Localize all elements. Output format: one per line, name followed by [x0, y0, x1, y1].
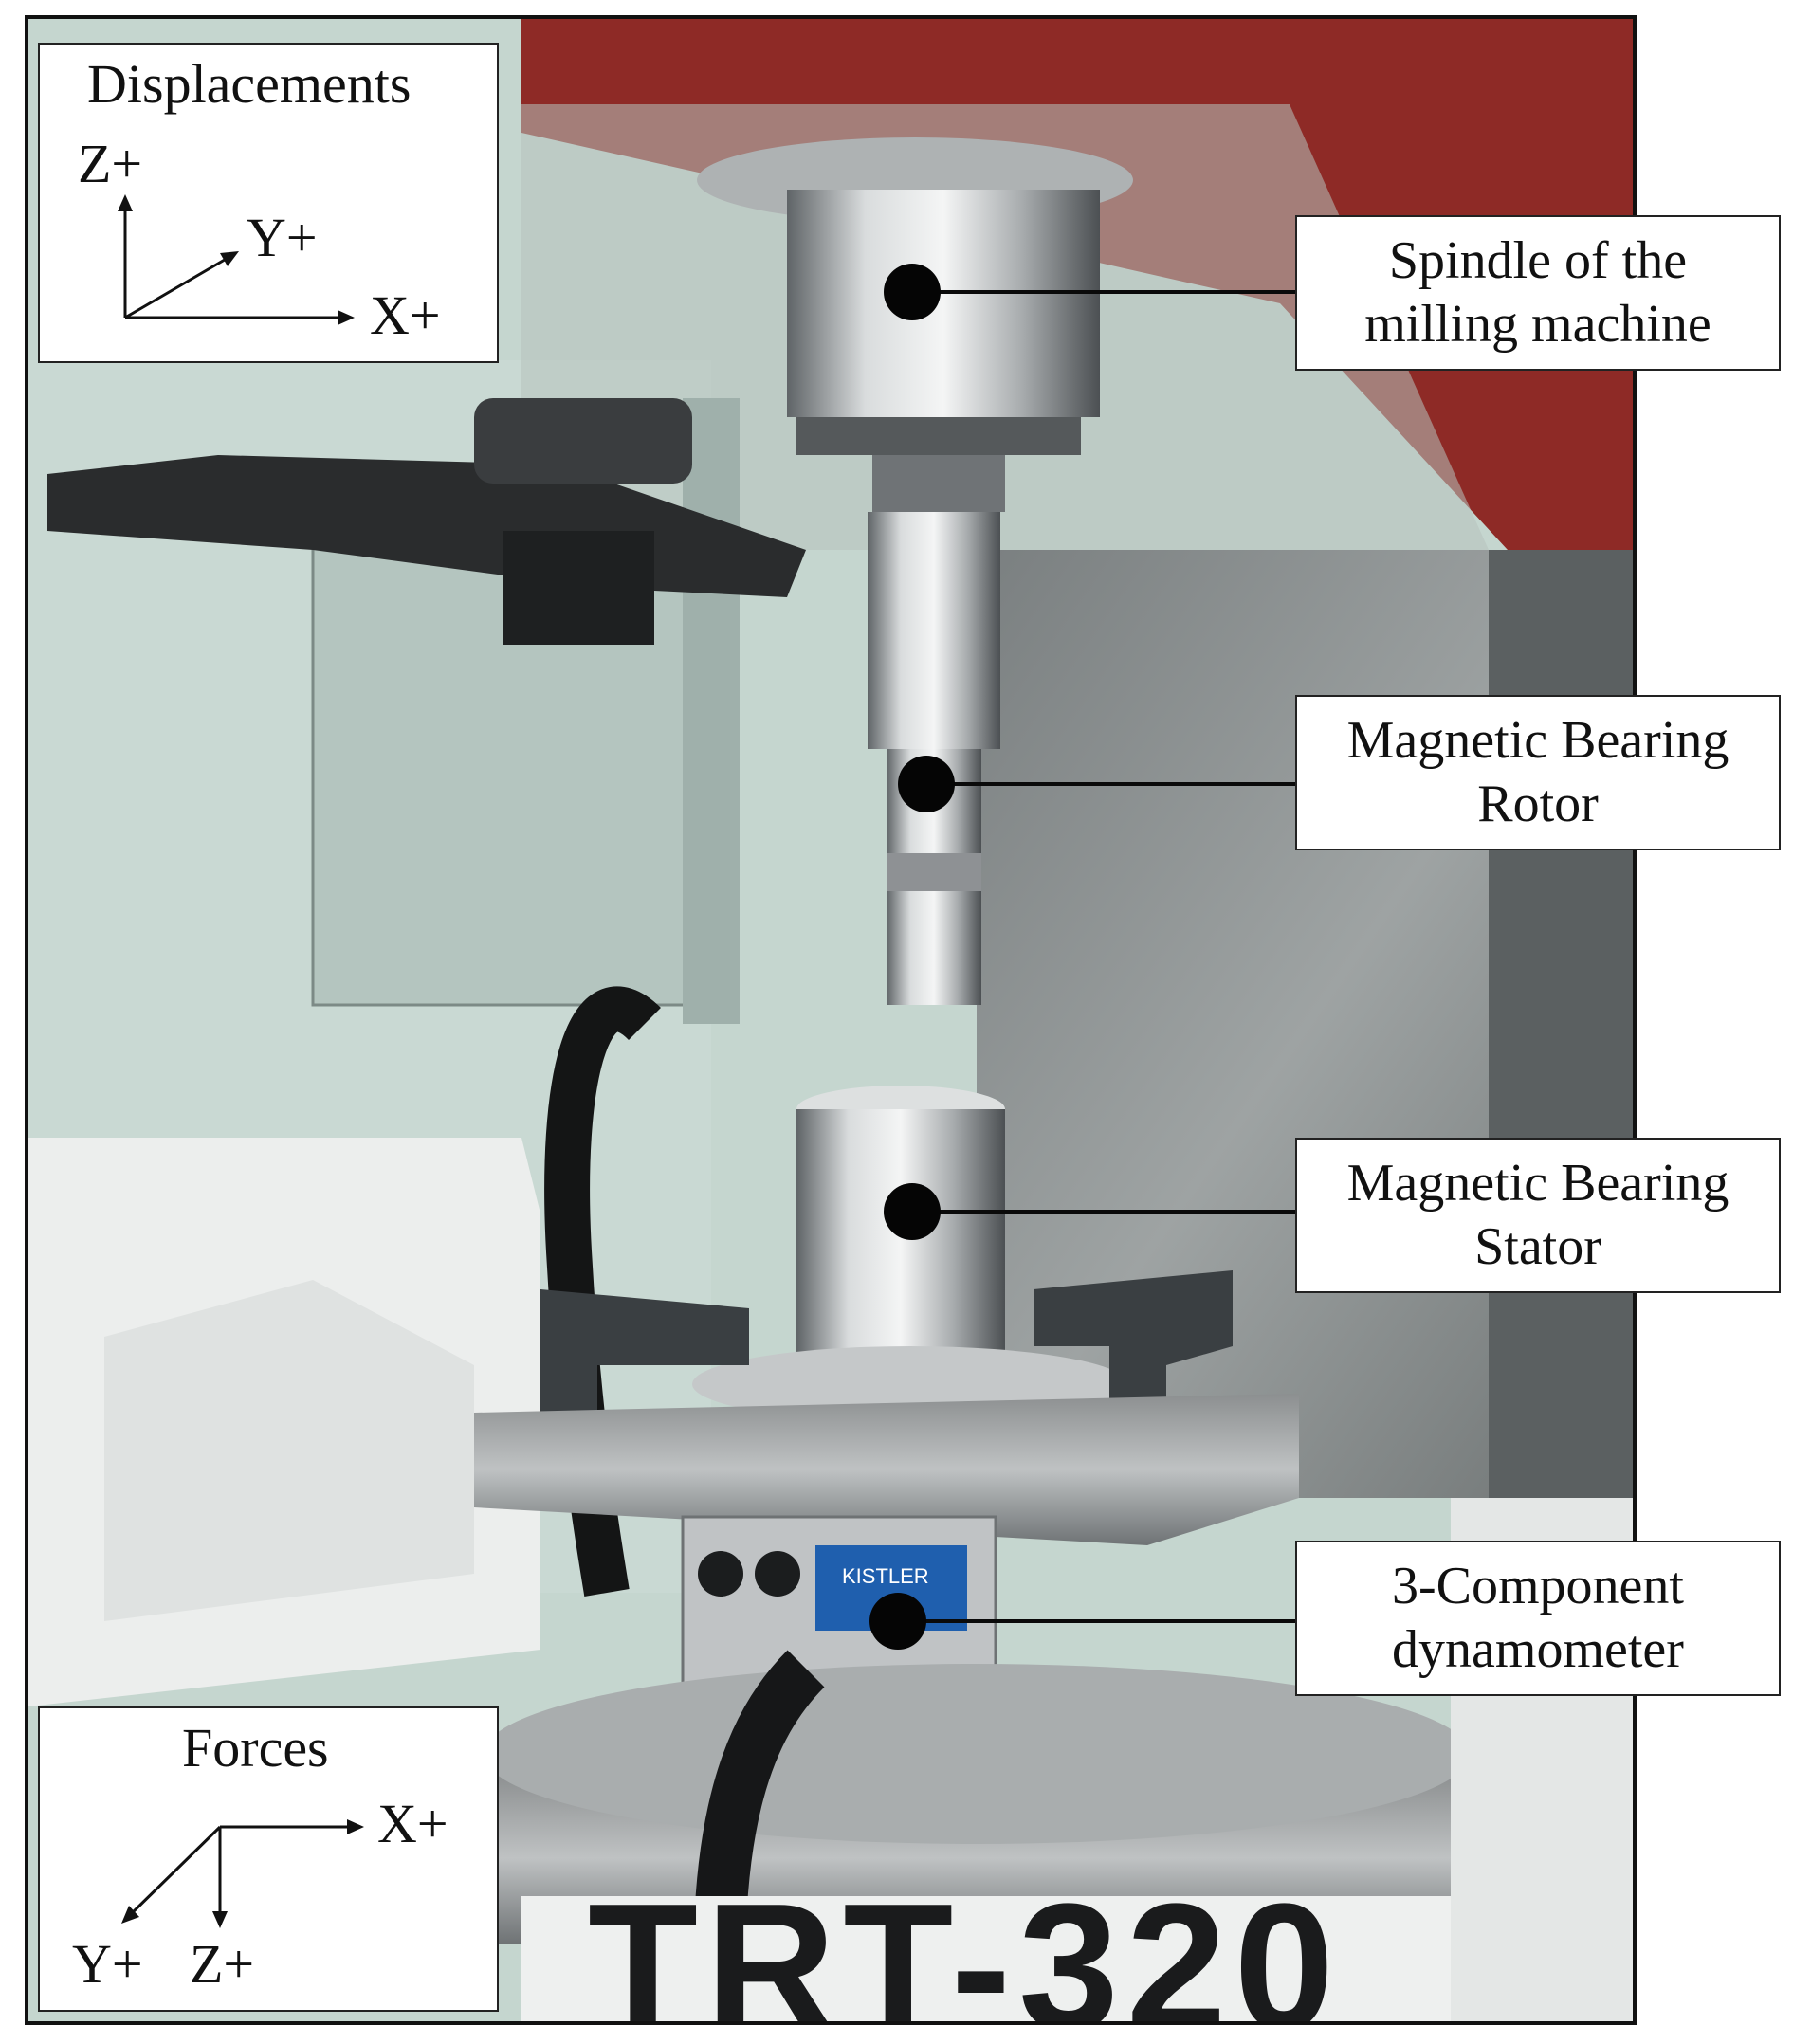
- callout-rotor-line1: Magnetic Bearing: [1346, 710, 1729, 770]
- callout-dynamometer-line2: dynamometer: [1392, 1620, 1684, 1679]
- callout-dynamometer-line1: 3-Component: [1392, 1556, 1684, 1615]
- displacements-title: Displacements: [87, 53, 412, 115]
- callout-spindle: Spindle of the milling machine: [1295, 215, 1781, 371]
- machine-marking: TRT-320: [588, 1867, 1343, 2025]
- displacements-x-label: X+: [370, 284, 441, 346]
- forces-axes-arrows: [121, 1819, 364, 1928]
- forces-z-label: Z+: [190, 1933, 255, 1995]
- leader-line-dynamometer: [896, 1619, 1295, 1623]
- forces-y-label: Y+: [72, 1933, 143, 1995]
- marker-dot-spindle: [884, 264, 941, 320]
- forces-x-label: X+: [377, 1793, 448, 1854]
- callout-spindle-line1: Spindle of the: [1388, 230, 1688, 290]
- marker-dot-rotor: [898, 756, 955, 812]
- leader-line-stator: [910, 1210, 1295, 1214]
- callout-rotor-line2: Rotor: [1477, 775, 1599, 833]
- marker-dot-dynamometer: [869, 1593, 926, 1650]
- photo-illustration: [28, 19, 1633, 2021]
- displacements-y-label: Y+: [247, 207, 318, 268]
- forces-title: Forces: [182, 1717, 329, 1779]
- marker-dot-stator: [884, 1183, 941, 1240]
- callout-rotor: Magnetic Bearing Rotor: [1295, 695, 1781, 850]
- displacements-axes-arrows: [118, 194, 355, 325]
- callout-dynamometer: 3-Component dynamometer: [1295, 1541, 1781, 1696]
- leader-line-rotor: [924, 782, 1295, 786]
- displacements-z-label: Z+: [78, 133, 143, 194]
- callout-spindle-line2: milling machine: [1364, 295, 1711, 354]
- dynamometer-brand: KISTLER: [842, 1564, 929, 1588]
- callout-stator-line2: Stator: [1474, 1217, 1601, 1276]
- callout-stator-line1: Magnetic Bearing: [1346, 1153, 1729, 1213]
- displacements-axes-box: Displacements Z+ Y+ X+: [38, 43, 499, 363]
- callout-stator: Magnetic Bearing Stator: [1295, 1138, 1781, 1293]
- machine-photo: TRT-320 KISTLER: [25, 15, 1637, 2025]
- forces-axes-box: Forces X+ Y+ Z+: [38, 1706, 499, 2012]
- leader-line-spindle: [910, 290, 1295, 294]
